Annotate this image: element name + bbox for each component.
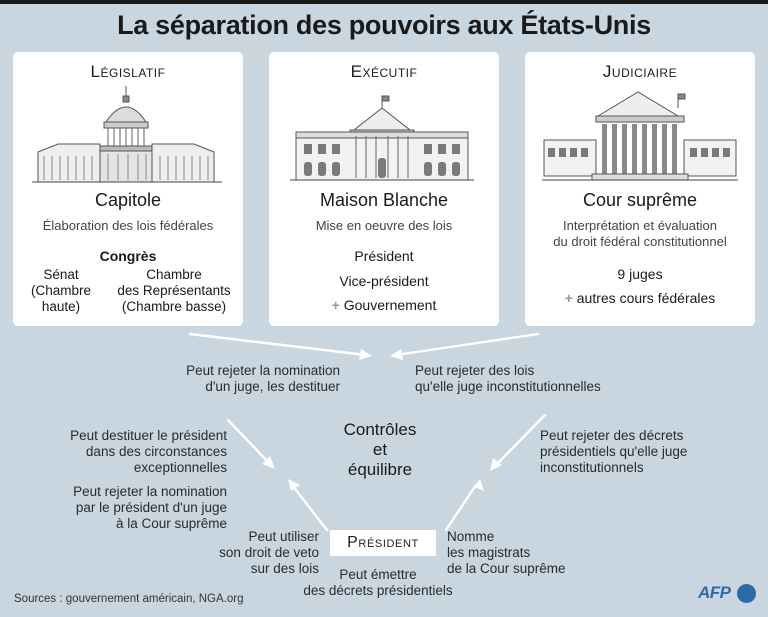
card-executif-desc: Mise en oeuvre des lois bbox=[315, 218, 453, 233]
note-jud-to-center: Peut rejeter des lois qu'elle juge incon… bbox=[415, 363, 601, 394]
afp-logo: AFP bbox=[698, 583, 758, 605]
checks-and-balances: Contrôles et équilibre bbox=[343, 420, 417, 479]
card-legislatif-desc: Élaboration des lois fédérales bbox=[42, 218, 214, 233]
card-executif-head: Exécutif bbox=[350, 62, 418, 81]
afp-dot-icon bbox=[737, 584, 756, 603]
page-title: La séparation des pouvoirs aux États-Uni… bbox=[117, 10, 651, 40]
chambre-label: Chambre des Représentants (Chambre basse… bbox=[117, 267, 231, 314]
note-destituer: Peut destituer le président dans des cir… bbox=[70, 428, 227, 475]
card-executif-name: Maison Blanche bbox=[319, 190, 449, 210]
plus-icon: + bbox=[331, 297, 340, 313]
senat-label: Sénat (Chambre haute) bbox=[30, 267, 92, 314]
card-judiciaire-name: Cour suprême bbox=[582, 190, 698, 210]
president-item: Président bbox=[354, 248, 414, 264]
card-legislatif: Législatif bbox=[13, 52, 243, 326]
president-box: Président bbox=[330, 530, 436, 556]
congres-label: Congrès bbox=[99, 248, 157, 264]
card-executif: Exécutif Maison Blanche Mise en bbox=[269, 52, 499, 326]
vice-president-item: Vice-président bbox=[339, 273, 429, 289]
autres-cours-item: + autres cours fédérales bbox=[564, 290, 716, 306]
card-legislatif-head: Législatif bbox=[90, 62, 166, 81]
card-judiciaire: Judiciaire Cour suprême Interprétatio bbox=[525, 52, 755, 326]
juges-count: 9 juges bbox=[617, 266, 663, 282]
capitol-icon bbox=[32, 86, 222, 183]
note-jud-decrets: Peut rejeter des décrets présidentiels q… bbox=[540, 428, 688, 475]
white-house-icon bbox=[290, 95, 474, 181]
note-decrets: Peut émettre des décrets présidentiels bbox=[303, 567, 453, 598]
note-leg-to-center: Peut rejeter la nomination d'un juge, le… bbox=[186, 363, 340, 394]
sources: Sources : gouvernement américain, NGA.or… bbox=[14, 593, 244, 605]
note-rejeter-nomination: Peut rejeter la nomination par le présid… bbox=[73, 484, 227, 531]
plus-icon: + bbox=[564, 290, 573, 306]
supreme-court-icon bbox=[542, 91, 738, 181]
card-legislatif-name: Capitole bbox=[94, 190, 162, 210]
card-judiciaire-desc: Interprétation et évaluation du droit fé… bbox=[553, 218, 727, 249]
card-judiciaire-head: Judiciaire bbox=[602, 62, 678, 81]
note-nomme: Nomme les magistrats de la Cour suprême bbox=[447, 529, 566, 576]
top-bar bbox=[0, 0, 768, 4]
gouvernement-item: + Gouvernement bbox=[331, 297, 437, 313]
note-veto: Peut utiliser son droit de veto sur des … bbox=[219, 529, 319, 576]
